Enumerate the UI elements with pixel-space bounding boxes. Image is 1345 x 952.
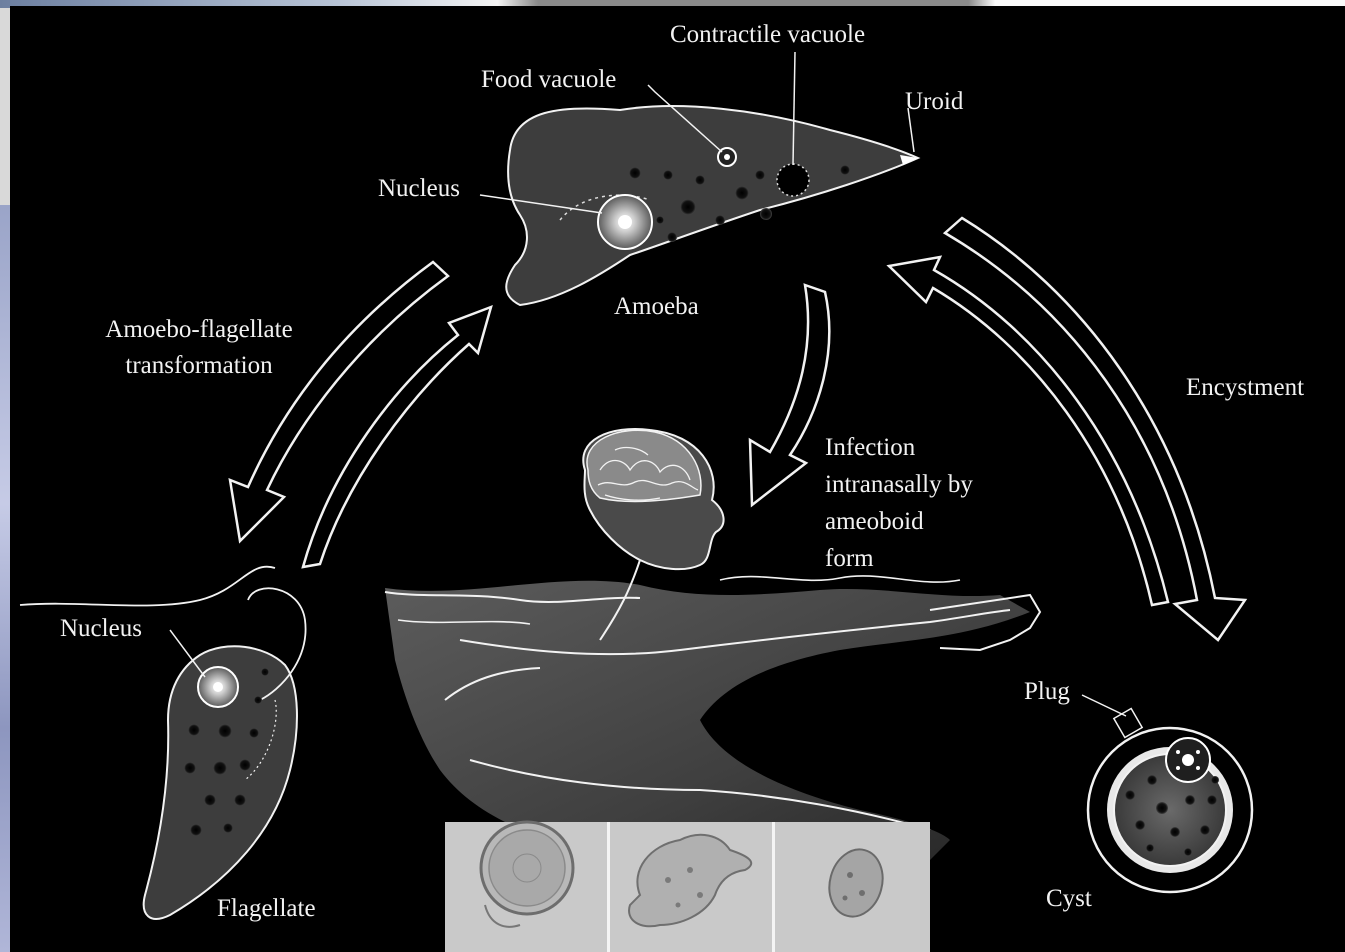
amoebo-flagellate-label-line1: Amoebo-flagellate bbox=[84, 315, 314, 345]
encystment-label: Encystment bbox=[1186, 373, 1304, 403]
amoeba-cell bbox=[506, 106, 918, 305]
cyst-label: Cyst bbox=[1046, 884, 1092, 914]
infection-arrow bbox=[750, 285, 829, 505]
cyst bbox=[1082, 695, 1252, 892]
contractile-vacuole bbox=[777, 164, 809, 196]
food-vacuole-label: Food vacuole bbox=[481, 65, 616, 95]
infection-label-line3: ameoboid bbox=[825, 507, 924, 537]
transformation-arrows bbox=[230, 262, 491, 567]
plug-label: Plug bbox=[1024, 677, 1070, 707]
infection-label-line2: intranasally by bbox=[825, 470, 973, 500]
micrograph-strip bbox=[445, 822, 930, 952]
infection-label-line4: form bbox=[825, 544, 874, 574]
contractile-vacuole-label: Contractile vacuole bbox=[670, 20, 865, 50]
flagellate-nucleus-label: Nucleus bbox=[60, 614, 142, 644]
amoeba-label: Amoeba bbox=[614, 292, 699, 322]
encystment-arrows bbox=[889, 218, 1245, 640]
amoeba-nucleus-label: Nucleus bbox=[378, 174, 460, 204]
infection-label-line1: Infection bbox=[825, 433, 915, 463]
flagellate-nucleus bbox=[198, 667, 238, 707]
flagellate-label: Flagellate bbox=[217, 894, 316, 924]
cyst-nucleus bbox=[1166, 738, 1210, 782]
amoebo-flagellate-label-line2: transformation bbox=[84, 351, 314, 381]
amoeba-nucleus bbox=[598, 195, 652, 249]
uroid-label: Uroid bbox=[905, 87, 963, 117]
